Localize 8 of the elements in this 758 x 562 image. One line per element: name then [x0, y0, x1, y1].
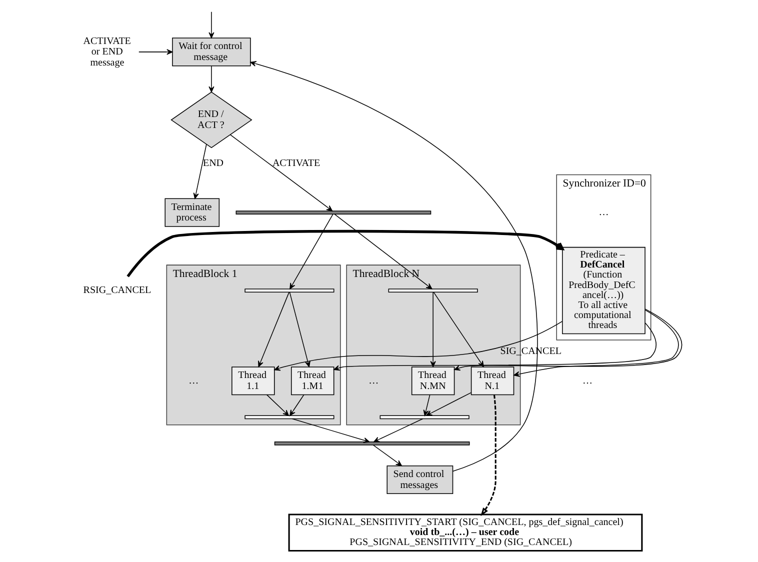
node-text: ACTIVATE or END message	[82, 36, 130, 68]
node-text: RSIG_CANCEL	[82, 285, 151, 296]
label: …	[598, 207, 608, 218]
label: …	[582, 376, 592, 387]
label: …	[188, 376, 198, 387]
edge-label: END	[202, 158, 224, 169]
label: …	[368, 376, 378, 387]
edge-label: ACTIVATE	[272, 158, 320, 169]
